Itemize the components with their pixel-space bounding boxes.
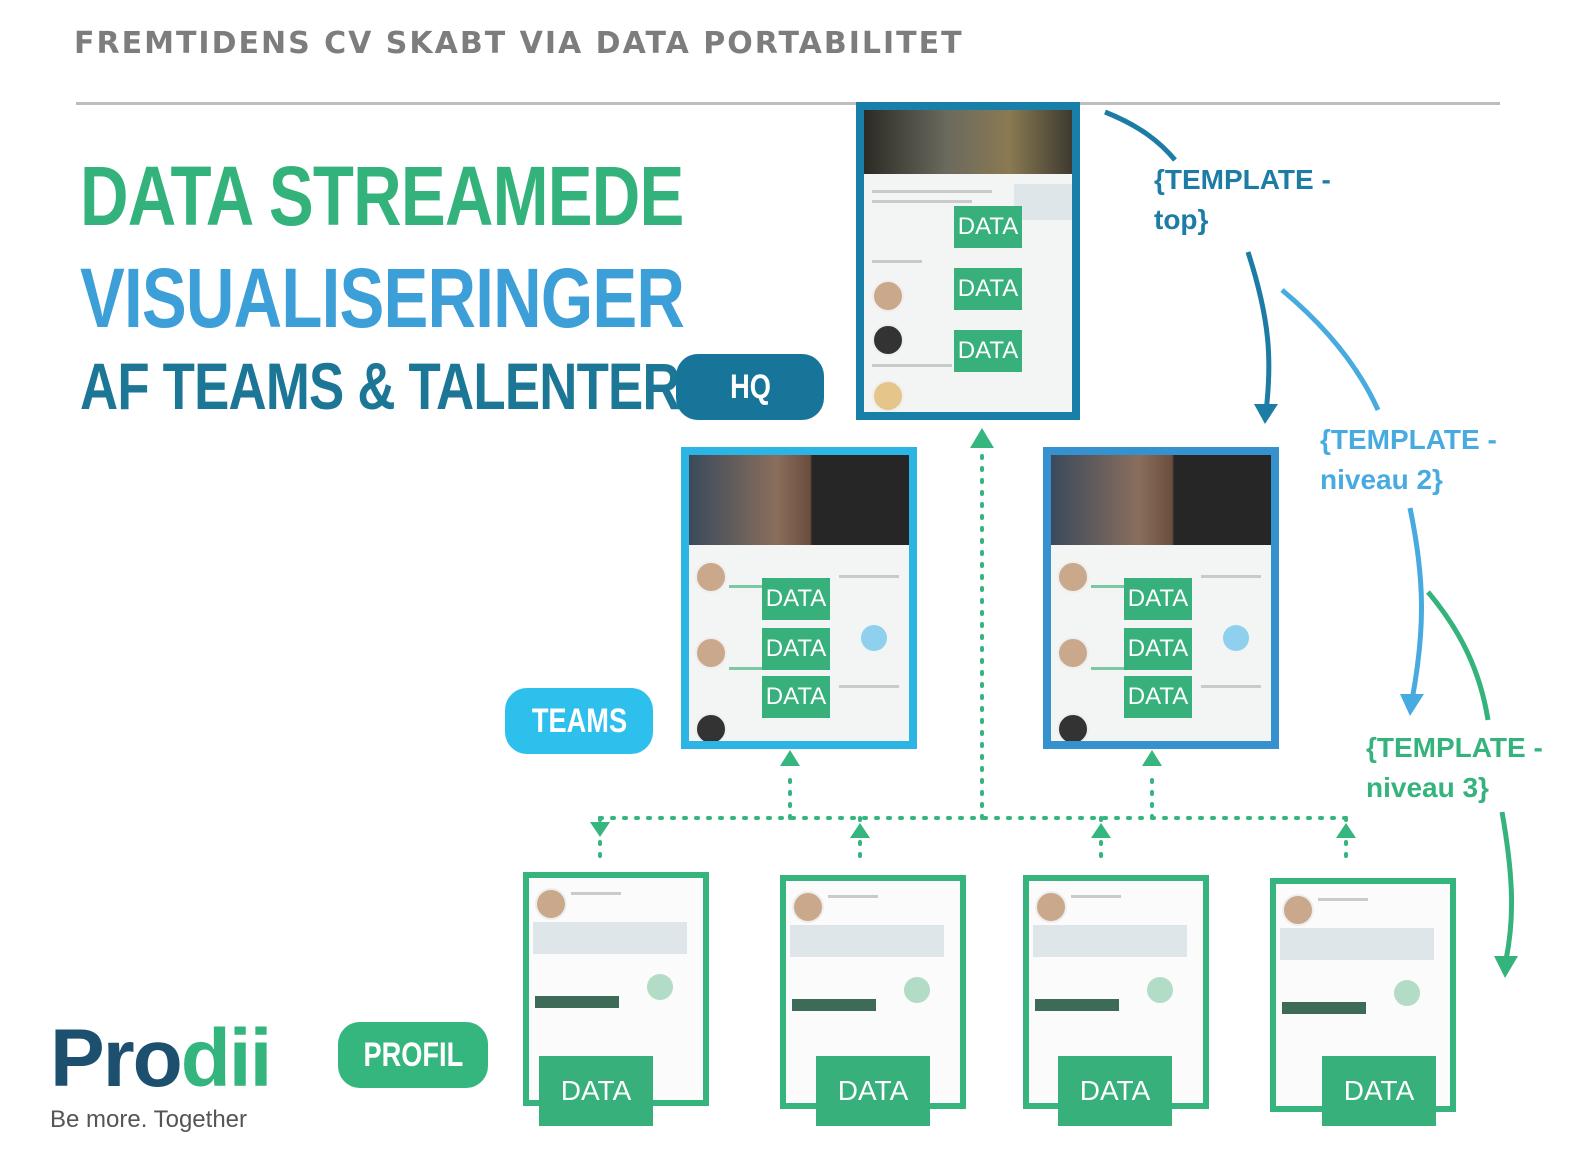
title-line-2: VISUALISERINGER [80, 251, 685, 345]
gauge-thumbnail [647, 974, 673, 1000]
team1-data-tag-3: DATA [762, 676, 830, 718]
pie-chart-thumbnail [861, 625, 887, 651]
hq-header-photo [864, 110, 1072, 174]
avatar [535, 888, 567, 920]
team2-data-tag-2: DATA [1124, 628, 1192, 670]
avatar [1057, 637, 1089, 669]
team2-data-tag-1: DATA [1124, 578, 1192, 620]
template-niveau3-label: {TEMPLATE -niveau 3} [1366, 732, 1543, 803]
template-top-curve-out [1245, 251, 1272, 413]
gauge-thumbnail [1147, 977, 1173, 1003]
map-thumbnail [790, 925, 944, 957]
gauge-thumbnail [904, 977, 930, 1003]
map-thumbnail [1280, 928, 1434, 960]
dotted-connectors [598, 448, 1348, 862]
team-header-photo [1051, 455, 1271, 545]
hq-data-tag-3: DATA [954, 330, 1022, 372]
logo-tagline: Be more. Together [50, 1106, 248, 1133]
template-niveau2-curve-in [1280, 288, 1381, 412]
hq-screenshot [856, 102, 1080, 420]
avatar [695, 637, 727, 669]
avatar [1035, 891, 1067, 923]
gauge-thumbnail [1394, 980, 1420, 1006]
team1-data-tag-1: DATA [762, 578, 830, 620]
template-top-curve-in [1104, 109, 1177, 162]
avatar [1057, 713, 1089, 741]
template-niveau3-curve-out [1499, 811, 1515, 961]
bar-thumbnail [1282, 1002, 1366, 1014]
template-niveau3-curve-in [1426, 590, 1491, 721]
bar-thumbnail [1035, 999, 1119, 1011]
profile4-data-tag: DATA [1322, 1056, 1436, 1126]
profile1-data-tag: DATA [539, 1056, 653, 1126]
profil-level-pill: PROFIL [338, 1022, 488, 1088]
hq-level-pill: HQ [676, 354, 824, 420]
team2-data-tag-3: DATA [1124, 676, 1192, 718]
avatar [1282, 894, 1314, 926]
map-thumbnail [1033, 925, 1187, 957]
template-niveau2-curve-out [1407, 507, 1424, 701]
bar-thumbnail [792, 999, 876, 1011]
profile3-data-tag: DATA [1058, 1056, 1172, 1126]
team1-data-tag-2: DATA [762, 628, 830, 670]
title-line-1: DATA STREAMEDE [80, 149, 684, 243]
avatar [695, 713, 727, 741]
hq-data-tag-2: DATA [954, 268, 1022, 310]
team-header-photo [689, 455, 909, 545]
map-thumbnail [533, 922, 687, 954]
avatar [872, 324, 904, 356]
avatar [695, 561, 727, 593]
prodii-logo: Prodii [50, 1013, 272, 1104]
avatar [872, 280, 904, 312]
pie-chart-thumbnail [1223, 625, 1249, 651]
template-top-label: {TEMPLATE -top} [1154, 164, 1331, 235]
template-niveau2-label: {TEMPLATE -niveau 2} [1320, 424, 1497, 495]
header-divider [76, 102, 1500, 105]
title-line-3: AF TEAMS & TALENTER [80, 349, 681, 423]
hq-map-thumbnail [1014, 184, 1072, 220]
avatar [792, 891, 824, 923]
slide-kicker: FREMTIDENS CV SKABT VIA DATA PORTABILITE… [74, 26, 964, 61]
hq-data-tag-1: DATA [954, 206, 1022, 248]
dotted-arrowheads [590, 428, 1356, 838]
avatar [872, 380, 904, 412]
bar-thumbnail [535, 996, 619, 1008]
teams-level-pill: TEAMS [505, 688, 653, 754]
profile2-data-tag: DATA [816, 1056, 930, 1126]
avatar [1057, 561, 1089, 593]
